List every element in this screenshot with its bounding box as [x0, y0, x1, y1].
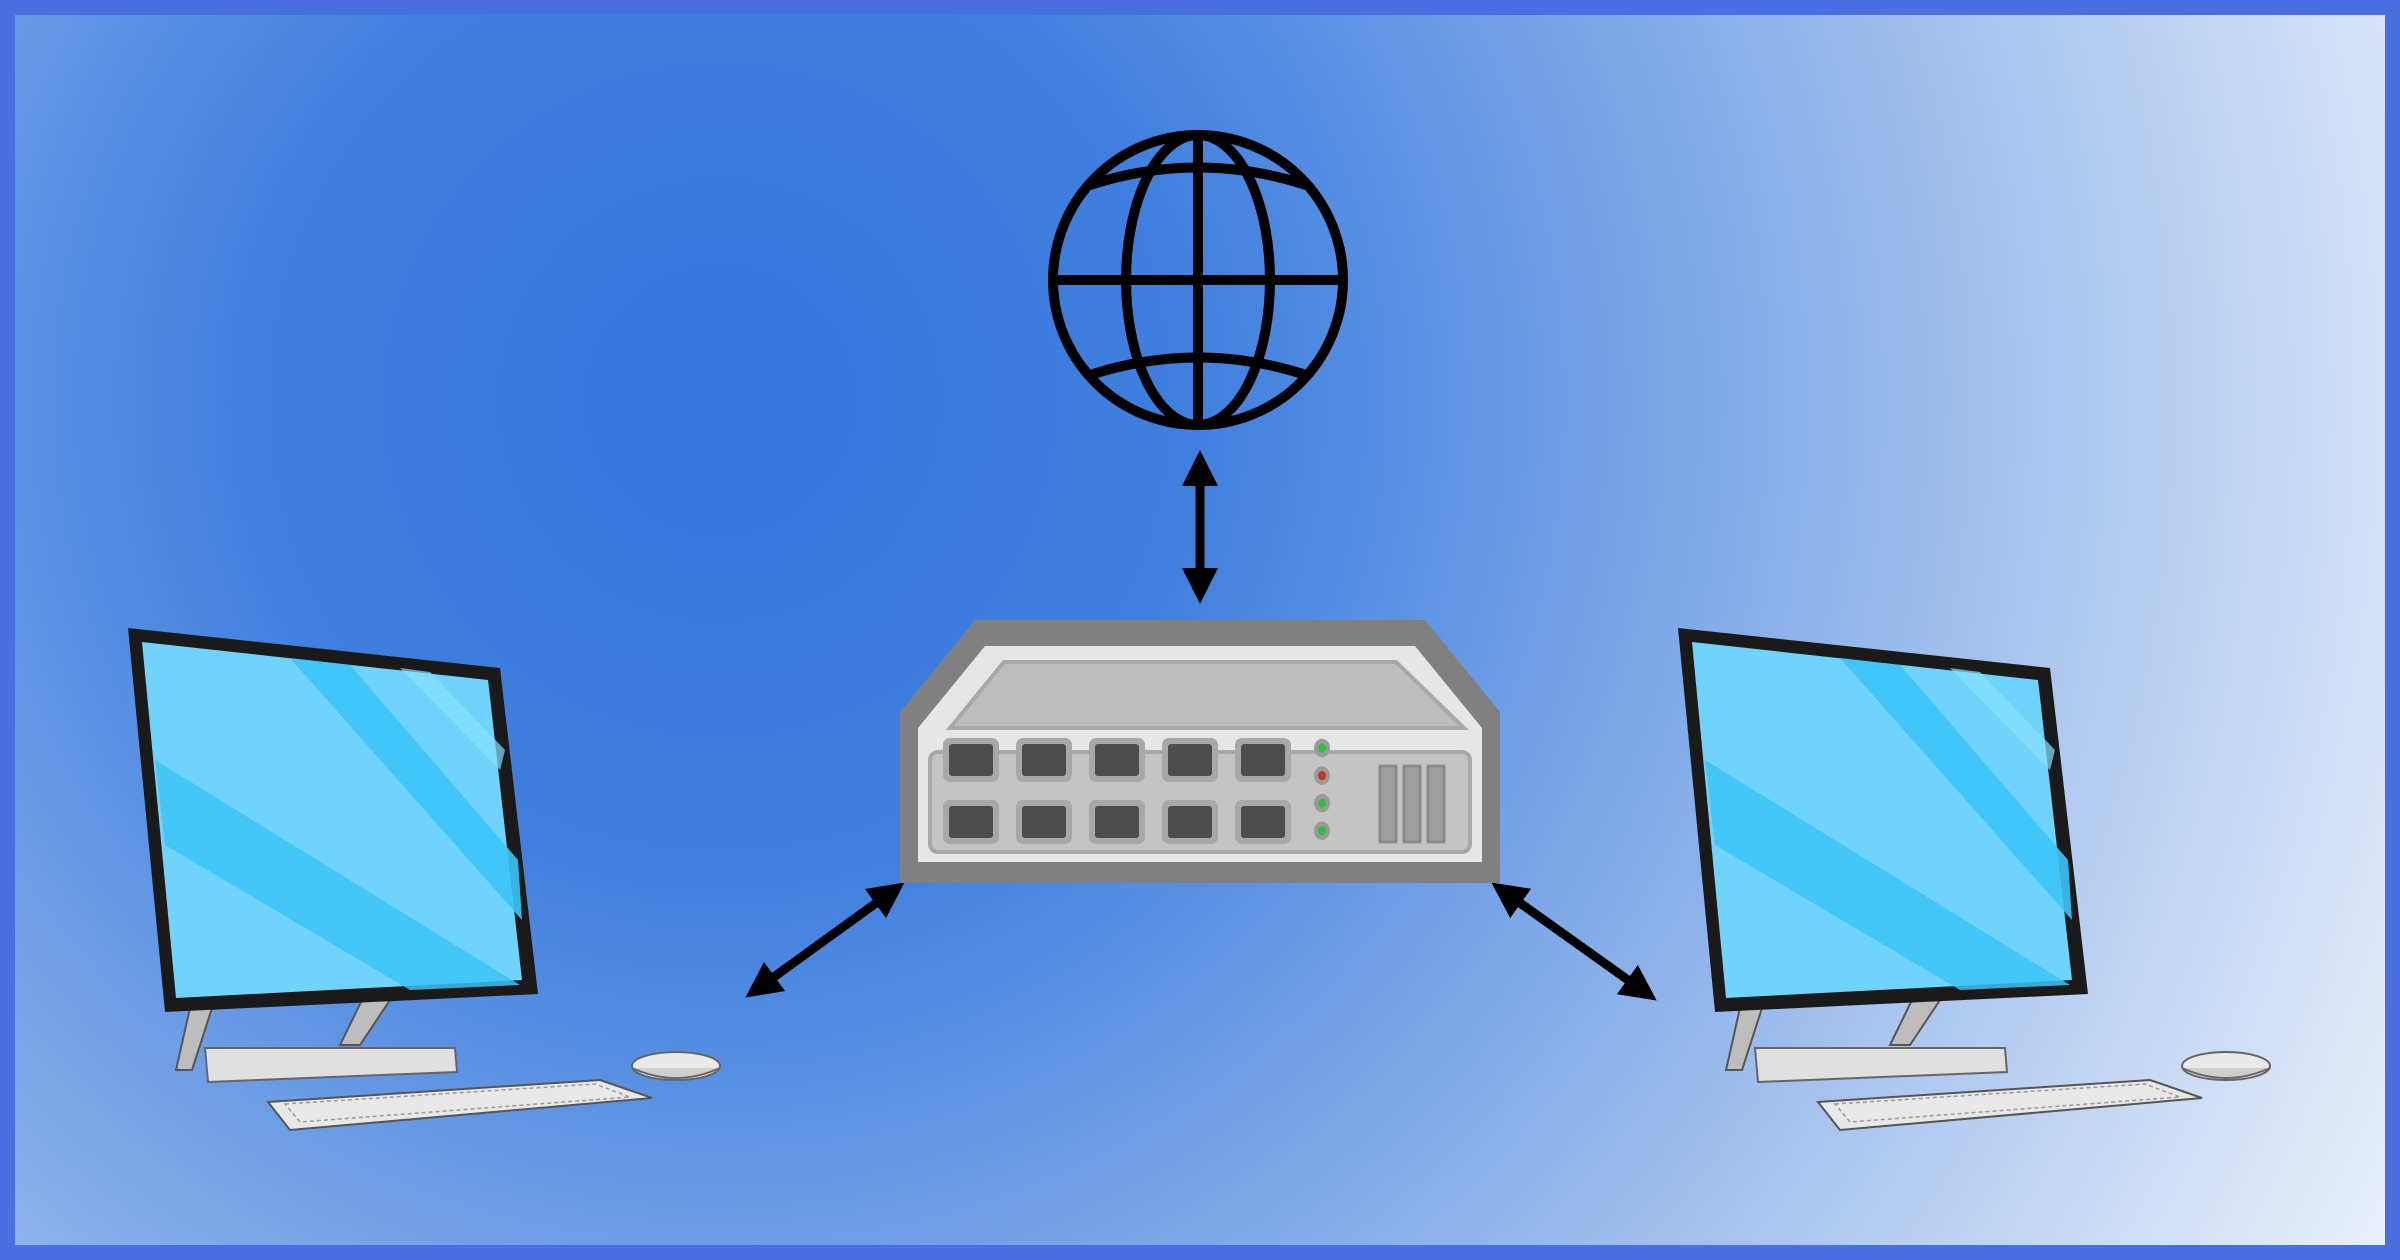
switch-port-socket: [1168, 744, 1212, 776]
globe-icon: [1048, 130, 1348, 430]
status-led-green: [1318, 826, 1326, 836]
switch-port-socket: [1095, 744, 1139, 776]
switch-port-socket: [949, 806, 993, 838]
switch-port-socket: [1241, 806, 1285, 838]
status-led-green: [1318, 743, 1326, 753]
switch-port-socket: [1095, 806, 1139, 838]
arrow-switch-left-computer: [745, 882, 905, 998]
switch-port-socket: [1168, 806, 1212, 838]
network-switch-icon: [900, 620, 1500, 883]
arrow-switch-right-computer: [1491, 882, 1657, 1001]
switch-port-socket: [1241, 744, 1285, 776]
status-led-green: [1318, 798, 1326, 808]
switch-port-socket: [1022, 744, 1066, 776]
switch-port-socket: [949, 744, 993, 776]
switch-port-socket: [1022, 806, 1066, 838]
status-led-red: [1318, 771, 1326, 781]
